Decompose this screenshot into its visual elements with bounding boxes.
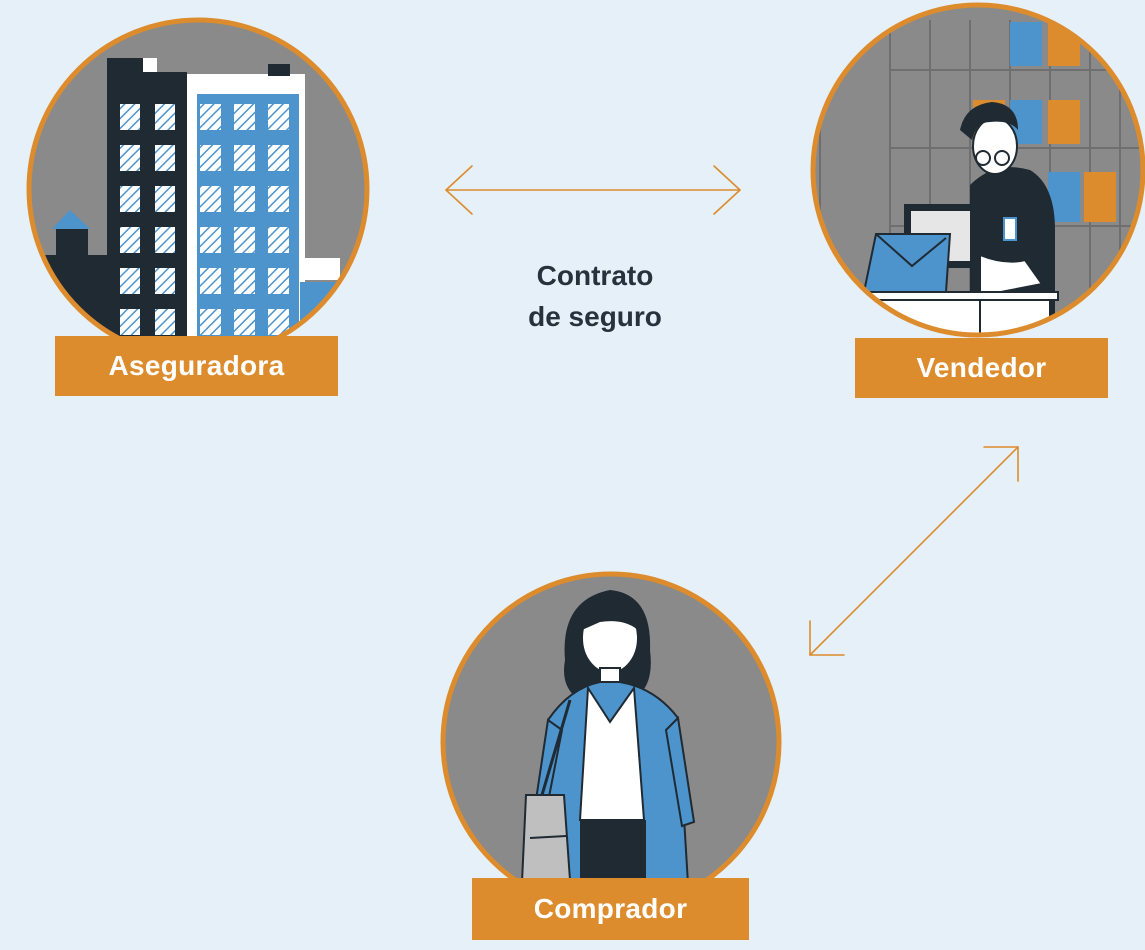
contract-label-line2: de seguro xyxy=(528,301,662,332)
buyer-label: Comprador xyxy=(472,878,749,940)
seller-buyer-arrow xyxy=(809,446,1019,656)
office-building-icon xyxy=(26,17,370,361)
seller-label: Vendedor xyxy=(855,338,1108,398)
contract-label-line1: Contrato xyxy=(536,260,654,291)
contract-label: Contrato de seguro xyxy=(480,255,710,337)
seller-node: Vendedor xyxy=(780,0,1145,410)
insurer-seller-arrow xyxy=(445,165,741,215)
insurer-node: Aseguradora xyxy=(0,0,400,400)
buyer-node: Comprador xyxy=(430,570,800,950)
insurer-label: Aseguradora xyxy=(55,336,338,396)
salesperson-icon xyxy=(810,2,1145,338)
